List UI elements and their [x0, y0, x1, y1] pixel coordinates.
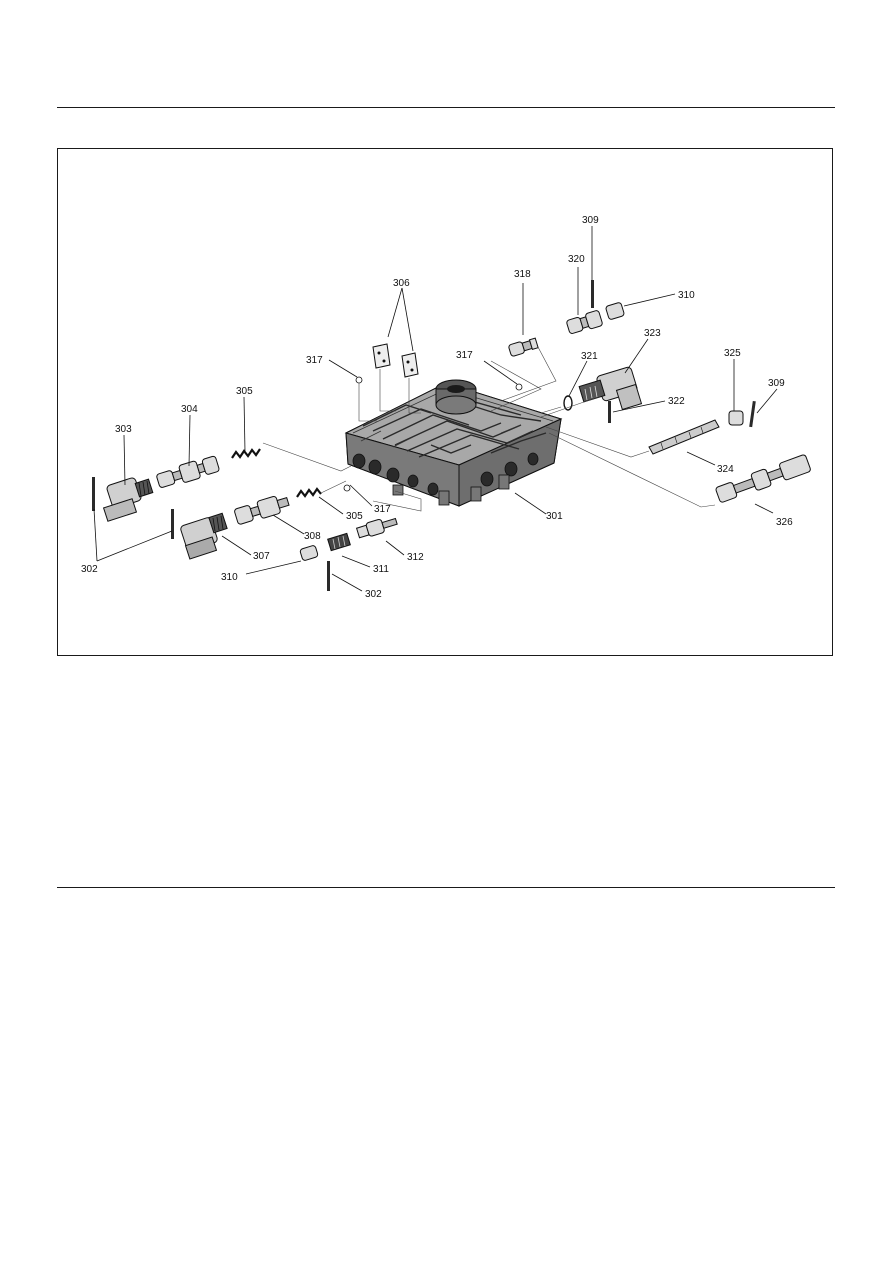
callout-309-top: 309	[582, 215, 599, 226]
callout-321: 321	[581, 351, 598, 362]
exploded-view-figure: 301 302 302 303 304 305 305 306 307 308 …	[57, 148, 833, 656]
pin-309-top	[591, 280, 594, 308]
callout-323: 323	[644, 328, 661, 339]
valve-304	[156, 455, 220, 488]
valve-320	[566, 310, 603, 334]
callout-311: 311	[373, 564, 389, 575]
callout-305-lower: 305	[346, 511, 363, 522]
callout-302-bottom: 302	[365, 589, 382, 600]
callout-325: 325	[724, 348, 741, 359]
valve-308	[234, 495, 290, 525]
callout-304: 304	[181, 404, 198, 415]
plug-310-lower	[299, 545, 319, 561]
assembly-lines	[262, 346, 716, 512]
callout-309-right: 309	[768, 378, 785, 389]
valve-318	[508, 337, 539, 357]
callout-310-lower: 310	[221, 572, 238, 583]
callout-labels: 301 302 302 303 304 305 305 306 307 308 …	[81, 215, 793, 600]
callout-307: 307	[253, 551, 270, 562]
spring-311	[327, 532, 351, 552]
callout-301: 301	[546, 511, 563, 522]
section-rule	[57, 887, 835, 888]
pin-302-lower	[327, 561, 330, 591]
plates-306	[372, 343, 419, 378]
callout-303: 303	[115, 424, 132, 435]
callout-317-right: 317	[456, 350, 473, 361]
valve-body-301	[344, 379, 563, 507]
callout-322: 322	[668, 396, 685, 407]
solenoid-303	[102, 477, 154, 522]
ball-317-lower	[343, 484, 351, 492]
callout-302-left: 302	[81, 564, 98, 575]
ball-317-right	[515, 383, 523, 391]
header-rule	[57, 107, 835, 108]
callout-324: 324	[717, 464, 734, 475]
solenoid-323	[578, 366, 643, 411]
callout-317-left: 317	[306, 355, 323, 366]
pin-302-left	[92, 477, 174, 539]
pin-309-right	[749, 400, 756, 428]
leader-lines	[93, 226, 778, 592]
spring-305-lower	[296, 487, 322, 498]
callout-308: 308	[304, 531, 321, 542]
callout-310-top: 310	[678, 290, 695, 301]
ball-317-left	[355, 376, 363, 384]
plug-310-top	[605, 302, 625, 320]
callout-317-lower: 317	[374, 504, 391, 515]
solenoid-307	[180, 512, 228, 560]
callout-306: 306	[393, 278, 410, 289]
valve-312	[355, 517, 398, 539]
callout-318: 318	[514, 269, 531, 280]
callout-320: 320	[568, 254, 585, 265]
callout-312: 312	[407, 552, 424, 563]
pin-322	[608, 401, 611, 423]
callout-305-upper: 305	[236, 386, 253, 397]
valve-326	[715, 454, 811, 503]
callout-326: 326	[776, 517, 793, 528]
ring-321	[563, 395, 573, 411]
cup-325	[728, 410, 744, 426]
valve-body-exploded-diagram: 301 302 302 303 304 305 305 306 307 308 …	[81, 215, 811, 600]
rod-324	[648, 419, 720, 455]
spring-305-upper	[231, 448, 261, 459]
